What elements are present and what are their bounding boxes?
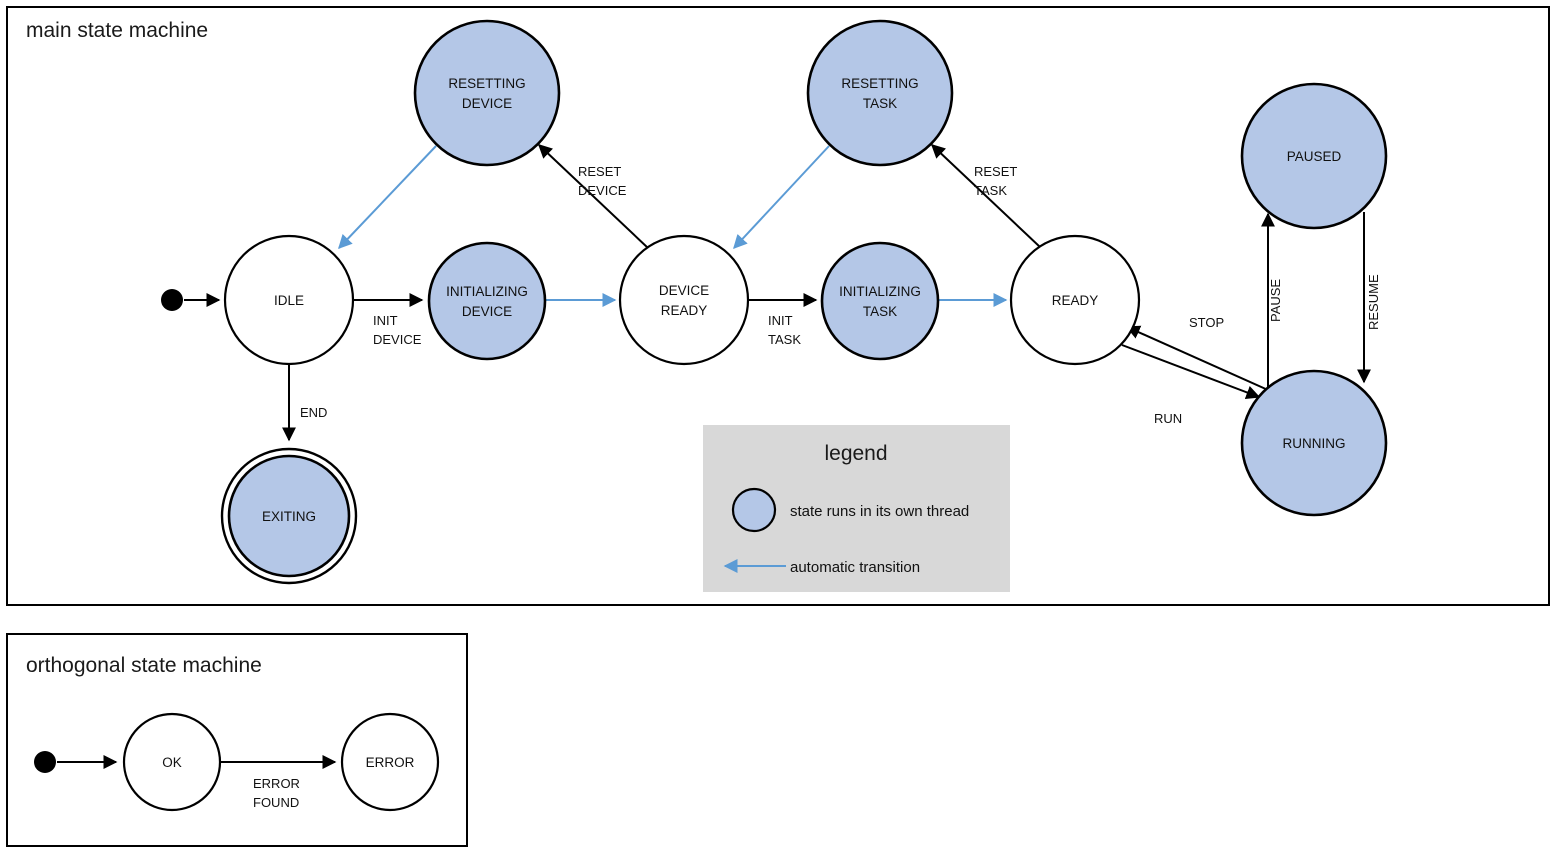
- transition-label-line: RESUME: [1366, 274, 1381, 330]
- legend-title: legend: [824, 442, 887, 465]
- state-ok[interactable]: OK: [122, 712, 222, 812]
- state-label: DEVICE: [462, 96, 512, 111]
- state-label: TASK: [863, 96, 897, 111]
- orthogonal-start-node: [34, 751, 56, 773]
- state-resetting-device[interactable]: RESETTING DEVICE: [413, 19, 561, 167]
- state-label: DEVICE: [462, 304, 512, 319]
- state-initializing-device[interactable]: INITIALIZING DEVICE: [427, 241, 547, 361]
- transition-label-t-deviceready-resettingdevice: RESET DEVICE: [578, 164, 627, 198]
- transition-label-line: RESET: [578, 164, 621, 179]
- transition-label-line: TASK: [768, 332, 801, 347]
- transition-t-resettingtask-deviceready[interactable]: [733, 145, 830, 250]
- state-error[interactable]: ERROR: [340, 712, 440, 812]
- state-label: PAUSED: [1287, 149, 1342, 164]
- transition-label-t-running-paused: PAUSE: [1268, 279, 1283, 322]
- state-shape: [223, 234, 355, 366]
- state-label: INITIALIZING: [446, 284, 528, 299]
- state-resetting-task[interactable]: RESETTING TASK: [806, 19, 954, 167]
- transition-t-deviceready-resettingdevice[interactable]: [537, 144, 649, 249]
- state-shape: [122, 712, 222, 812]
- frame-title: orthogonal state machine: [26, 654, 262, 677]
- states-layer: RESETTINGDEVICERESETTINGTASKPAUSEDIDLEIN…: [34, 19, 1388, 812]
- transition-label-line: ERROR: [253, 776, 300, 791]
- transition-label-line: PAUSE: [1268, 279, 1283, 322]
- transition-label-line: INIT: [768, 313, 793, 328]
- transition-t-running-ready[interactable]: [1125, 325, 1269, 391]
- state-initializing-task[interactable]: INITIALIZING TASK: [820, 241, 940, 361]
- legend-thread-state-swatch: [731, 487, 777, 533]
- legend-auto-transition-label: automatic transition: [790, 559, 920, 576]
- transition-label-t-idle-exiting: END: [300, 405, 327, 420]
- transition-t-ready-running[interactable]: [1121, 344, 1261, 400]
- transition-label-t-idle-initdevice: INIT DEVICE: [373, 313, 422, 347]
- state-idle[interactable]: IDLE: [223, 234, 355, 366]
- transition-label-t-ok-error: ERROR FOUND: [253, 776, 300, 810]
- transition-label-line: DEVICE: [578, 183, 627, 198]
- transition-t-ready-resettingtask[interactable]: [930, 144, 1041, 248]
- state-shape: [618, 234, 750, 366]
- state-label: OK: [162, 755, 182, 770]
- transition-label-line: TASK: [974, 183, 1007, 198]
- transition-label-line: FOUND: [253, 795, 299, 810]
- state-label: ERROR: [366, 755, 415, 770]
- state-label: TASK: [863, 304, 897, 319]
- state-label: READY: [1052, 293, 1099, 308]
- transition-label-line: RESET: [974, 164, 1017, 179]
- transition-label-line: INIT: [373, 313, 398, 328]
- transition-label-t-deviceready-inittask: INIT TASK: [768, 313, 801, 347]
- legend-thread-state-label: state runs in its own thread: [790, 503, 969, 520]
- state-shape: [806, 19, 954, 167]
- transition-label-line: END: [300, 405, 327, 420]
- transition-label-t-ready-running: RUN: [1154, 411, 1182, 426]
- state-shape: [1240, 369, 1388, 517]
- state-label: INITIALIZING: [839, 284, 921, 299]
- state-shape: [1240, 82, 1388, 230]
- transition-label-t-paused-running: RESUME: [1366, 274, 1381, 330]
- transition-label-line: STOP: [1189, 315, 1224, 330]
- state-label: DEVICE: [659, 283, 709, 298]
- state-ready[interactable]: READY: [1009, 234, 1141, 366]
- transition-labels-layer: INIT DEVICE RESET DEVICE INIT TASK RESET TASK RU…: [253, 164, 1381, 810]
- state-shape: [340, 712, 440, 812]
- transitions-layer: [57, 144, 1371, 769]
- transition-label-line: RUN: [1154, 411, 1182, 426]
- state-paused[interactable]: PAUSED: [1240, 82, 1388, 230]
- state-label: READY: [661, 303, 708, 318]
- state-shape: [413, 19, 561, 167]
- state-label: RUNNING: [1283, 436, 1346, 451]
- state-shape: [427, 241, 547, 361]
- state-shape: [1009, 234, 1141, 366]
- state-shape: [227, 454, 351, 578]
- state-label: IDLE: [274, 293, 304, 308]
- transition-label-t-running-ready: STOP: [1189, 315, 1224, 330]
- state-shape: [820, 241, 940, 361]
- main-start-node: [161, 289, 183, 311]
- transition-label-line: DEVICE: [373, 332, 422, 347]
- state-running[interactable]: RUNNING: [1240, 369, 1388, 517]
- state-label: EXITING: [262, 509, 316, 524]
- state-exiting[interactable]: EXITING: [220, 447, 358, 585]
- final-state-outer-ring: [220, 447, 358, 585]
- transition-t-resettingdevice-idle[interactable]: [338, 145, 437, 250]
- state-device-ready[interactable]: DEVICE READY: [618, 234, 750, 366]
- state-label: RESETTING: [448, 76, 525, 91]
- state-label: RESETTING: [841, 76, 918, 91]
- legend-panel: legend state runs in its own thread automa…: [703, 425, 1010, 592]
- transition-label-t-ready-resettingtask: RESET TASK: [974, 164, 1017, 198]
- frame-title: main state machine: [26, 19, 208, 42]
